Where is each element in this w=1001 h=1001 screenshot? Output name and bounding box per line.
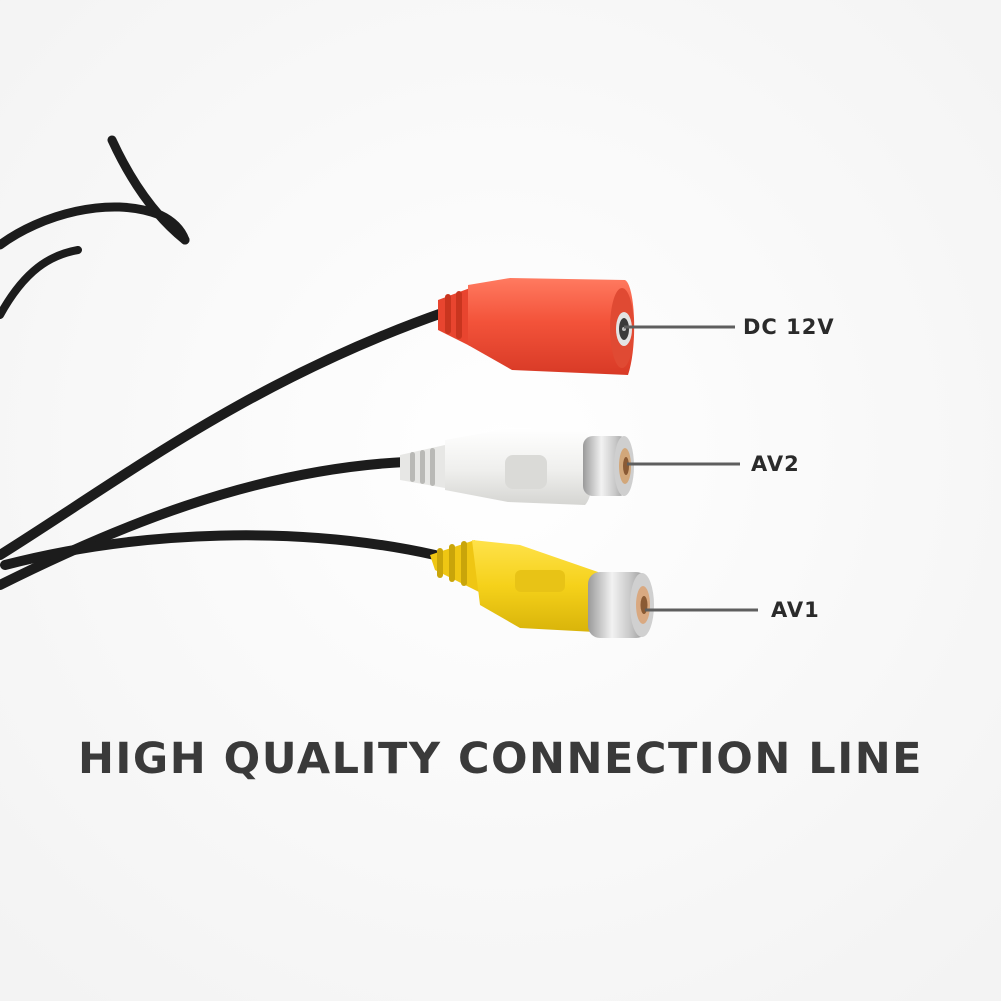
av1-label: AV1 — [771, 598, 820, 622]
black-cables — [0, 135, 450, 590]
callout-lines — [624, 325, 758, 612]
av2-connector — [400, 428, 634, 505]
headline-caption: HIGH QUALITY CONNECTION LINE — [77, 734, 924, 784]
dc-connector — [438, 278, 635, 375]
dc-12v-label: DC 12V — [743, 315, 835, 339]
av2-label: AV2 — [751, 452, 800, 476]
av1-connector — [430, 540, 654, 638]
